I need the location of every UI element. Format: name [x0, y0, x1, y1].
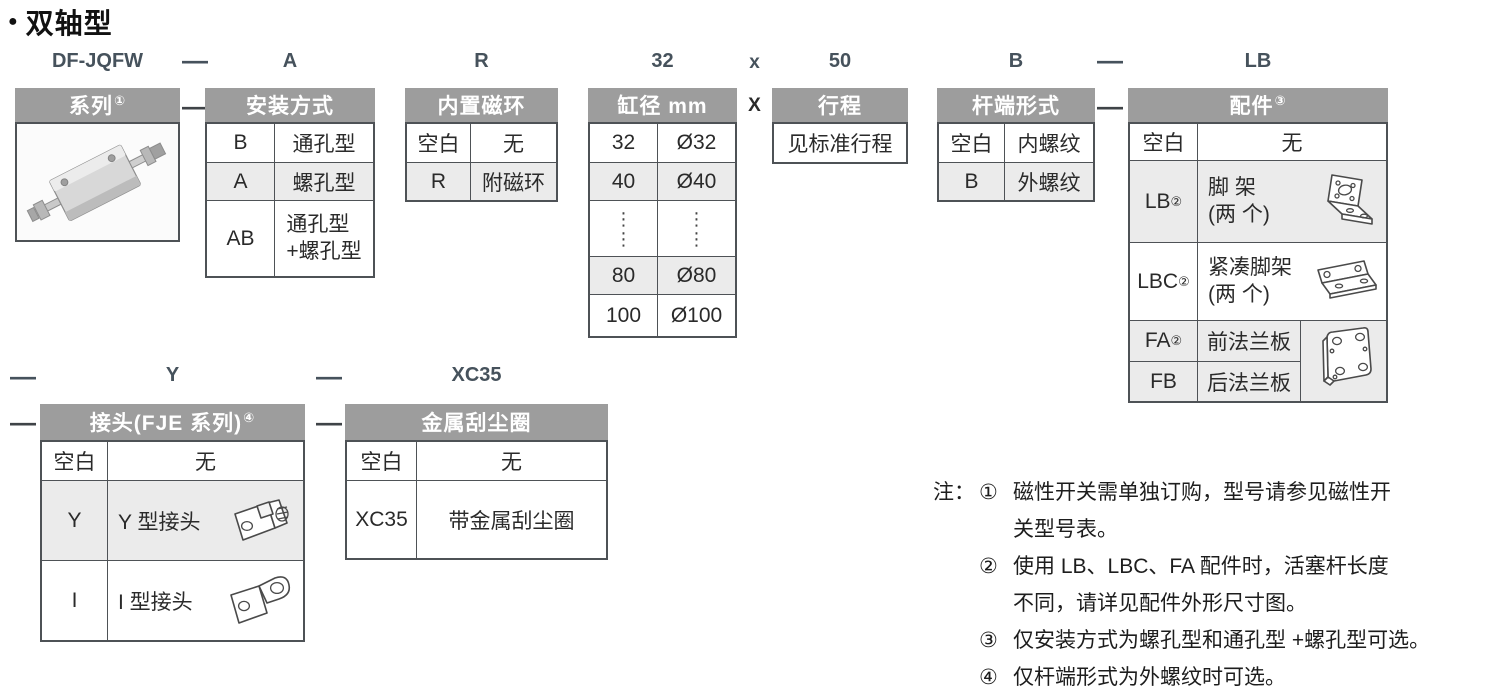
note-item: ④ 仅杆端形式为外螺纹时可选。 — [979, 666, 1286, 689]
header-bore: 缸径 mm — [588, 88, 737, 122]
table-row: XC35 带金属刮尘圈 — [347, 480, 606, 558]
header-stroke: 行程 — [772, 88, 908, 122]
header-dash: — — [182, 91, 208, 121]
table-row: 32 Ø32 — [590, 124, 735, 162]
header-times: X — [748, 95, 761, 116]
flange-plate-icon — [1300, 321, 1386, 401]
code-bore: 32 — [651, 50, 674, 72]
table-row: A 螺孔型 — [207, 162, 373, 200]
note-item: ③ 仅安装方式为螺孔型和通孔型 +螺孔型可选。 — [979, 629, 1431, 652]
code-mounting: A — [282, 50, 298, 72]
y-clevis-joint-icon — [227, 490, 295, 552]
table-row: Y Y 型接头 — [42, 480, 303, 560]
header-dash: — — [316, 407, 342, 437]
table-row: 100 Ø100 — [590, 294, 735, 336]
i-eye-joint-icon — [225, 571, 295, 631]
cylinder-photo — [17, 124, 178, 240]
code-times: x — [749, 52, 760, 73]
bullet-icon: ● — [8, 13, 18, 30]
table-row: AB 通孔型 +螺孔型 — [207, 200, 373, 276]
code-joint: Y — [165, 364, 180, 386]
table-row: 空白 内螺纹 — [939, 124, 1093, 162]
code-wiper: XC35 — [451, 364, 502, 386]
code-dash: — — [182, 45, 208, 75]
table-row: R 附磁环 — [407, 162, 556, 200]
table-magnet: 空白 无 R 附磁环 — [405, 122, 558, 202]
table-row-ellipsis: ⋮ ⋮ ⋮ ⋮ — [590, 200, 735, 256]
table-joint: 空白 无 Y Y 型接头 — [40, 440, 305, 642]
page-title: ● 双轴型 — [8, 2, 113, 42]
table-row: 空白 无 — [42, 442, 303, 480]
table-rod-end: 空白 内螺纹 B 外螺纹 — [937, 122, 1095, 202]
notes-block: 注： ① 磁性开关需单独订购，型号请参见磁性开 关型号表。 ② 使用 LB、LB… — [933, 474, 1430, 695]
table-row: I I 型接头 — [42, 560, 303, 640]
table-row: B 外螺纹 — [939, 162, 1093, 200]
code-stroke: 50 — [828, 50, 852, 72]
header-dash: — — [10, 407, 36, 437]
table-row: FB 后法兰板 — [1130, 361, 1300, 401]
table-row: 40 Ø40 — [590, 162, 735, 200]
code-rod-end: B — [1008, 50, 1024, 72]
table-bore: 32 Ø32 40 Ø40 ⋮ ⋮ ⋮ ⋮ 80 Ø80 100 Ø100 — [588, 122, 737, 338]
code-dash: — — [316, 361, 342, 391]
code-dash: — — [1097, 45, 1123, 75]
compact-foot-bracket-icon — [1312, 256, 1378, 308]
header-mounting: 安装方式 — [205, 88, 375, 122]
code-magnet: R — [474, 50, 489, 72]
foot-bracket-icon — [1316, 170, 1378, 234]
double-rod-cylinder-image — [26, 142, 166, 223]
table-mounting: B 通孔型 A 螺孔型 AB 通孔型 +螺孔型 — [205, 122, 375, 278]
table-row: 空白 无 — [347, 442, 606, 480]
note-item: ② 使用 LB、LBC、FA 配件时，活塞杆长度 不同，请详见配件外形尺寸图。 — [979, 555, 1389, 615]
table-row: 见标准行程 — [787, 133, 893, 156]
header-rod-end: 杆端形式 — [937, 88, 1095, 122]
table-row: 80 Ø80 — [590, 256, 735, 294]
note-item: ① 磁性开关需单独订购，型号请参见磁性开 关型号表。 — [979, 481, 1391, 541]
table-row: 空白 无 — [1130, 124, 1386, 160]
header-joint: 接头(FJE 系列)④ — [40, 404, 305, 440]
code-accessory: LB — [1244, 50, 1272, 72]
header-wiper: 金属刮尘圈 — [345, 404, 608, 440]
table-wiper: 空白 无 XC35 带金属刮尘圈 — [345, 440, 608, 560]
table-row: B 通孔型 — [207, 124, 373, 162]
header-dash: — — [1097, 91, 1123, 121]
table-series — [15, 122, 180, 242]
code-series: DF-JQFW — [51, 50, 144, 72]
page-title-text: 双轴型 — [25, 8, 113, 39]
header-magnet: 内置磁环 — [405, 88, 558, 122]
notes-prefix: 注： — [933, 481, 975, 504]
code-dash: — — [10, 361, 36, 391]
table-row: 空白 无 — [407, 124, 556, 162]
table-stroke: 见标准行程 — [772, 122, 908, 164]
